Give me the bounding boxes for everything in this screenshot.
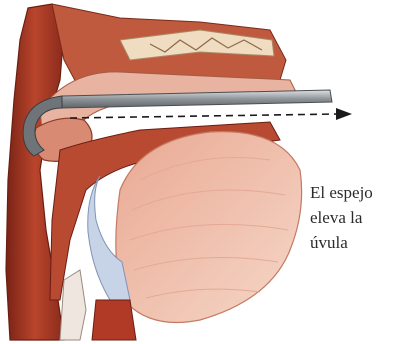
- lower-pharynx: [60, 270, 86, 340]
- caption-line-2: eleva la: [310, 205, 394, 230]
- tongue: [116, 132, 302, 323]
- caption-line-1: El espejo: [310, 180, 394, 205]
- trachea: [92, 300, 136, 340]
- direction-arrow-head: [336, 108, 352, 120]
- direction-arrow-line: [70, 114, 338, 118]
- caption-line-3: úvula: [310, 230, 394, 255]
- caption: El espejo eleva la úvula: [310, 180, 394, 255]
